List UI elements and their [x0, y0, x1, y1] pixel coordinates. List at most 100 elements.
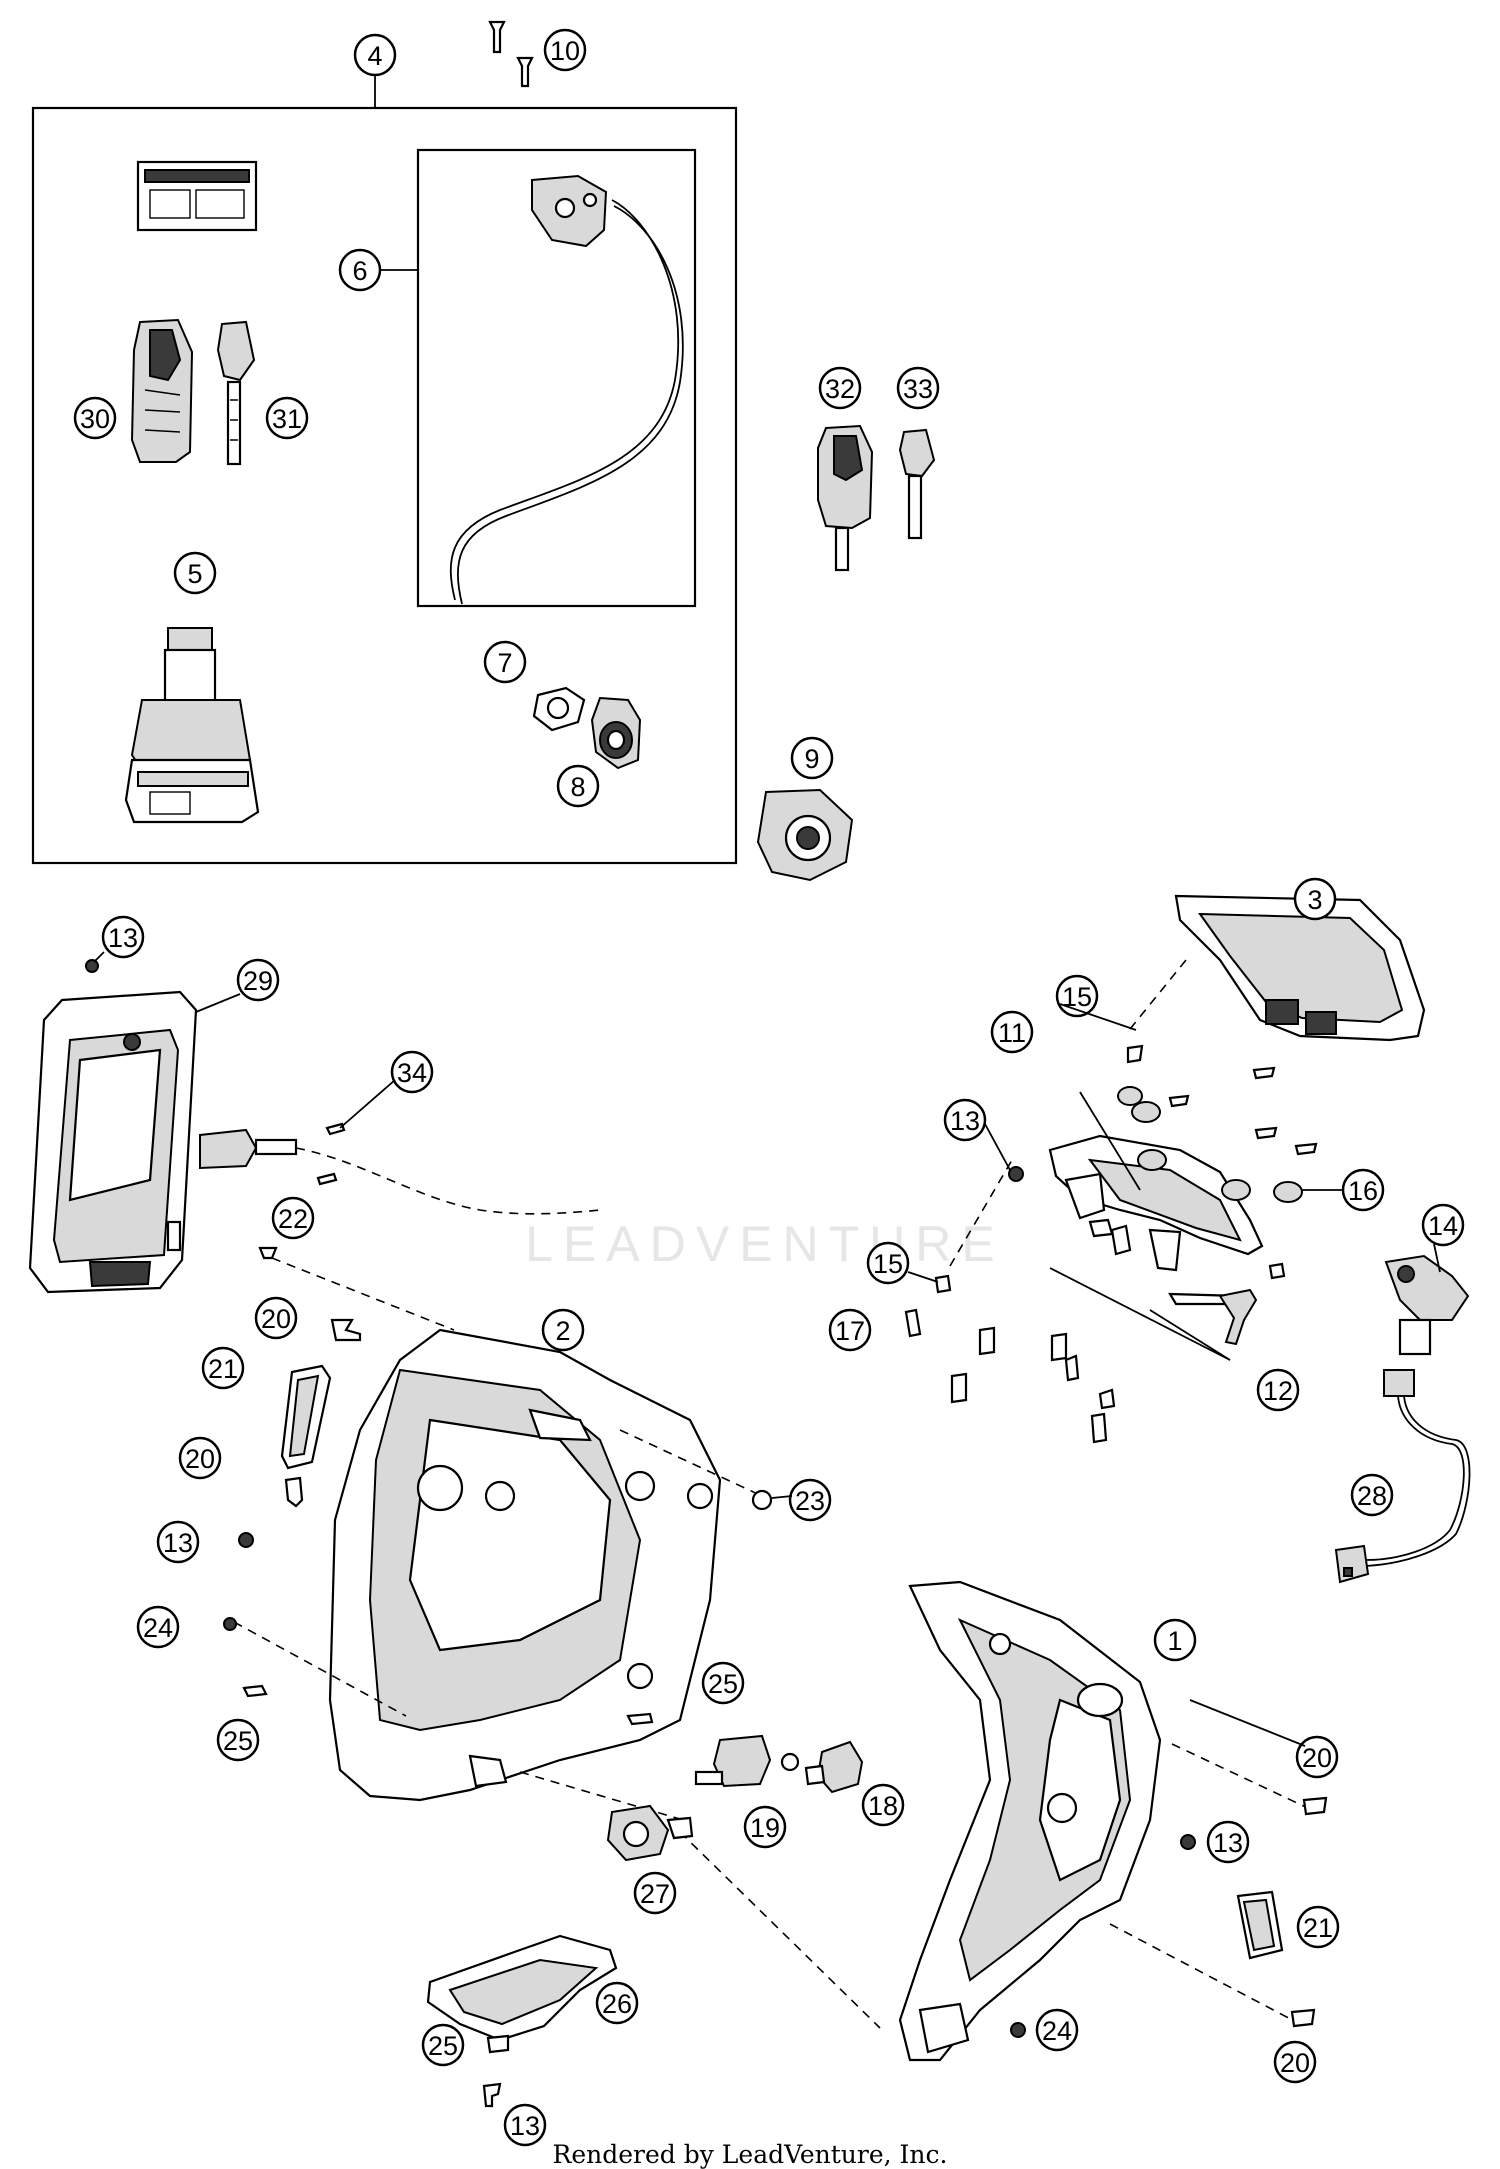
fasteners-dash-part — [904, 1044, 1286, 1444]
callout-21a[interactable]: 21 — [201, 1346, 245, 1390]
screws-10-part — [488, 20, 534, 88]
callout-8-label: 8 — [570, 772, 585, 802]
cover-26-part — [426, 1934, 618, 2042]
lens-left-part — [280, 1364, 332, 1470]
callout-3[interactable]: 3 — [1293, 877, 1337, 921]
callout-14[interactable]: 14 — [1421, 1203, 1465, 1247]
callout-20b[interactable]: 20 — [178, 1436, 222, 1480]
callout-28-label: 28 — [1357, 1481, 1387, 1511]
callout-27[interactable]: 27 — [633, 1871, 677, 1915]
callout-13e[interactable]: 13 — [503, 2103, 547, 2147]
callout-15-label: 15 — [873, 1249, 903, 1279]
callout-20c[interactable]: 20 — [1295, 1735, 1339, 1779]
callout-7[interactable]: 7 — [483, 640, 527, 684]
callout-25-label: 25 — [428, 2031, 458, 2061]
headlight-housing-2-part — [328, 1328, 722, 1802]
sensor-cable-frame — [416, 148, 697, 608]
callout-13-label: 13 — [510, 2111, 540, 2141]
callout-32-label: 32 — [825, 374, 855, 404]
lock-cylinder-part — [590, 696, 642, 770]
callout-21-label: 21 — [208, 1354, 238, 1384]
callout-24-label: 24 — [1042, 2016, 1072, 2046]
callout-17[interactable]: 17 — [828, 1308, 872, 1352]
callout-32[interactable]: 32 — [818, 366, 862, 410]
callout-28[interactable]: 28 — [1350, 1473, 1394, 1517]
callout-20a[interactable]: 20 — [254, 1296, 298, 1340]
callout-26[interactable]: 26 — [595, 1981, 639, 2025]
callout-22-label: 22 — [278, 1204, 308, 1234]
callout-25b[interactable]: 25 — [216, 1718, 260, 1762]
callout-5[interactable]: 5 — [173, 551, 217, 595]
callout-24b[interactable]: 24 — [1035, 2008, 1079, 2052]
callout-9-label: 9 — [804, 744, 819, 774]
callout-5-label: 5 — [187, 559, 202, 589]
callout-17-label: 17 — [835, 1316, 865, 1346]
callout-18[interactable]: 18 — [861, 1783, 905, 1827]
callout-8[interactable]: 8 — [556, 764, 600, 808]
callout-16[interactable]: 16 — [1341, 1168, 1385, 1212]
callout-34[interactable]: 34 — [390, 1050, 434, 1094]
callout-29[interactable]: 29 — [236, 958, 280, 1002]
lens-right-part — [1236, 1890, 1284, 1960]
key-33-part — [898, 428, 936, 540]
callout-11[interactable]: 11 — [990, 1010, 1034, 1054]
callout-16-label: 16 — [1348, 1176, 1378, 1206]
callout-4-label: 4 — [367, 41, 382, 71]
callout-13-label: 13 — [163, 1528, 193, 1558]
callout-19-label: 19 — [750, 1813, 780, 1843]
callout-34-label: 34 — [397, 1058, 427, 1088]
callout-20d[interactable]: 20 — [1273, 2040, 1317, 2084]
callout-6[interactable]: 6 — [338, 248, 382, 292]
callout-13-label: 13 — [1213, 1828, 1243, 1858]
bulb-part — [199, 1122, 601, 1215]
callout-13-label: 13 — [108, 923, 138, 953]
callout-13c[interactable]: 13 — [156, 1520, 200, 1564]
kit-box-group — [31, 72, 738, 865]
callout-1[interactable]: 1 — [1153, 1618, 1197, 1662]
callout-6-label: 6 — [352, 256, 367, 286]
callout-25a[interactable]: 25 — [701, 1661, 745, 1705]
callout-2-label: 2 — [555, 1316, 570, 1346]
callout-13d[interactable]: 13 — [1206, 1820, 1250, 1864]
callout-1-label: 1 — [1167, 1626, 1182, 1656]
callout-22[interactable]: 22 — [271, 1196, 315, 1240]
callout-20-label: 20 — [1302, 1743, 1332, 1773]
callout-31[interactable]: 31 — [265, 396, 309, 440]
nut-part — [532, 686, 586, 732]
callout-23-label: 23 — [795, 1486, 825, 1516]
callout-2[interactable]: 2 — [541, 1308, 585, 1352]
callout-15-label: 15 — [1062, 982, 1092, 1012]
callout-4[interactable]: 4 — [353, 33, 397, 77]
bulb-18-part — [804, 1740, 864, 1794]
callout-30-label: 30 — [80, 404, 110, 434]
fasteners-26-part — [482, 2034, 510, 2108]
callout-23[interactable]: 23 — [788, 1478, 832, 1522]
callout-21b[interactable]: 21 — [1296, 1905, 1340, 1949]
callout-7-label: 7 — [497, 648, 512, 678]
switch-14-part — [1334, 1254, 1471, 1584]
key-part — [216, 320, 256, 466]
callout-33[interactable]: 33 — [896, 366, 940, 410]
callout-31-label: 31 — [272, 404, 302, 434]
side-panel-29-part — [28, 990, 198, 1294]
callout-12[interactable]: 12 — [1256, 1368, 1300, 1412]
lever-12-part — [1168, 1288, 1258, 1346]
watermark-text: LEADVENTURE — [525, 1216, 1005, 1272]
callout-10[interactable]: 10 — [543, 28, 587, 72]
ignition-lock-part — [124, 627, 260, 824]
callout-20-label: 20 — [261, 1304, 291, 1334]
callout-10-label: 10 — [550, 36, 580, 66]
callout-9[interactable]: 9 — [790, 736, 834, 780]
callout-19[interactable]: 19 — [743, 1805, 787, 1849]
dashboard-3-part — [1174, 894, 1426, 1042]
callout-15b[interactable]: 15 — [866, 1241, 910, 1285]
callout-25-label: 25 — [708, 1669, 738, 1699]
callout-27-label: 27 — [640, 1879, 670, 1909]
callout-3-label: 3 — [1307, 885, 1322, 915]
callout-30[interactable]: 30 — [73, 396, 117, 440]
bracket-11-part — [1048, 1134, 1264, 1272]
callout-13b[interactable]: 13 — [943, 1098, 987, 1142]
callout-13a[interactable]: 13 — [101, 915, 145, 959]
callout-25c[interactable]: 25 — [421, 2023, 465, 2067]
callout-24a[interactable]: 24 — [136, 1605, 180, 1649]
